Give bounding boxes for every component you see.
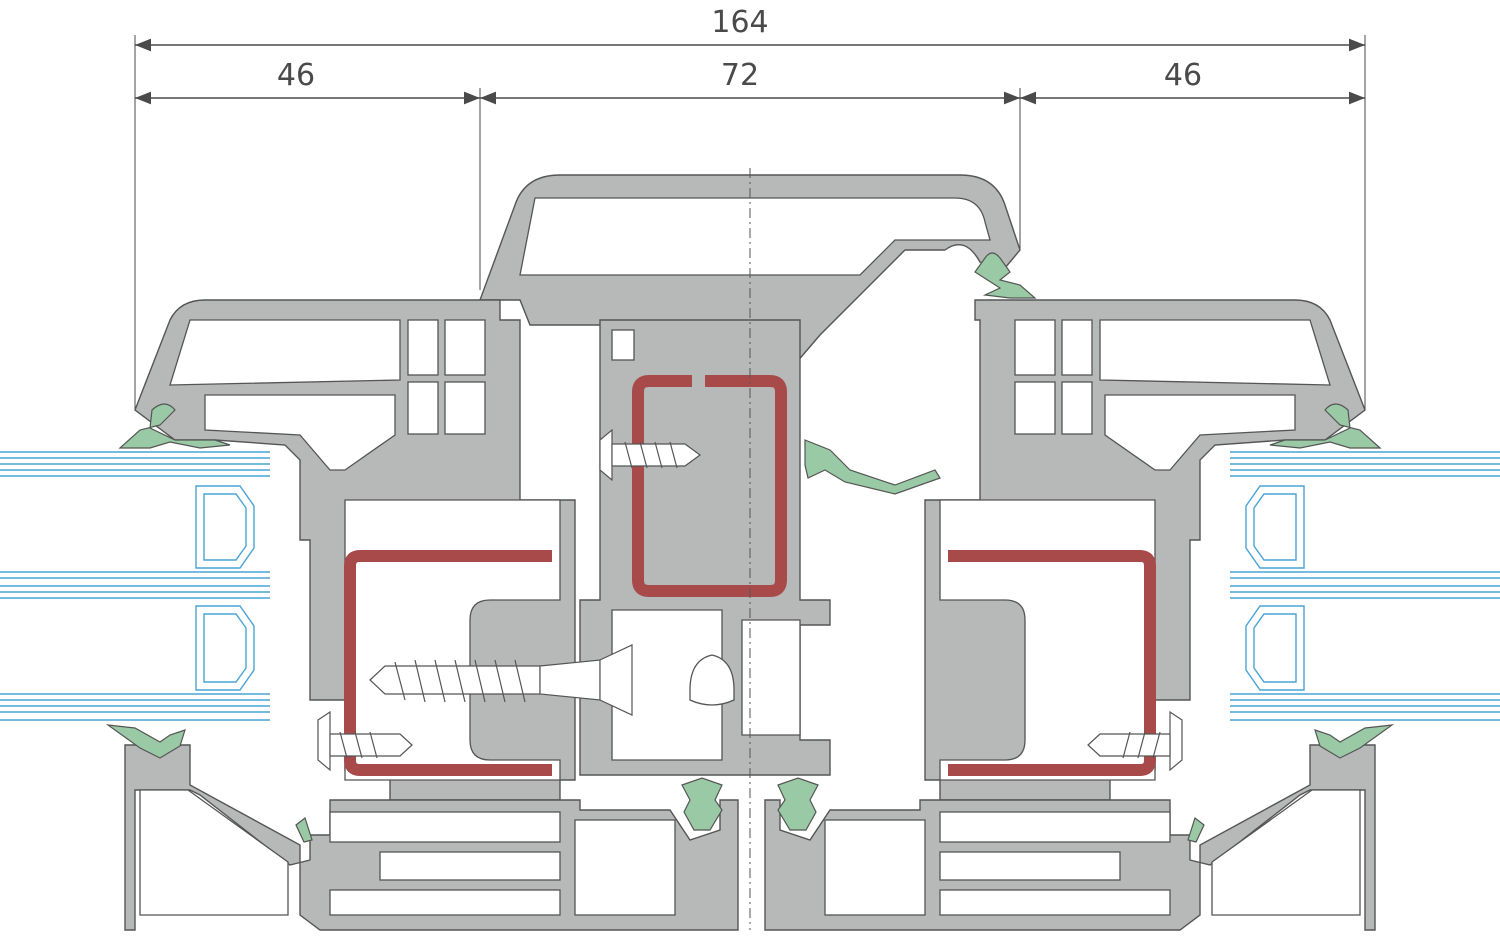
bottom-frame-right-chamber-b xyxy=(939,851,1121,881)
left-sash-chamber-c xyxy=(407,381,439,435)
right-sash-chamber-c xyxy=(1061,381,1093,435)
bottom-frame-left-chamber xyxy=(139,789,289,916)
bottom-frame-left-chamber-a xyxy=(329,811,561,843)
screw-left-lower xyxy=(317,710,413,772)
gasket-center-bottom-right xyxy=(777,777,819,831)
bottom-frame-left-chamber-b xyxy=(379,851,561,881)
gasket-frame-left xyxy=(295,816,313,843)
left-sash-chamber-b xyxy=(444,319,486,376)
gasket-top-right xyxy=(1269,403,1382,449)
spacer-right-top-inner xyxy=(1253,493,1297,561)
gasket-bottom-right xyxy=(1314,724,1395,759)
left-sash-chamber-e xyxy=(204,394,396,471)
right-dimension-label: 46 xyxy=(1164,58,1202,93)
right-sash-chamber-a xyxy=(1061,319,1093,376)
bottom-frame-left-chamber-d xyxy=(329,889,561,916)
gasket-overlap xyxy=(974,252,1037,299)
gasket-frame-right xyxy=(1187,816,1205,843)
mullion-chamber-lower-right xyxy=(741,619,801,736)
bottom-frame-left-chamber-c xyxy=(574,819,676,916)
bottom-frame-right-chamber xyxy=(1211,789,1361,916)
pvc-profiles xyxy=(124,174,1376,931)
screws xyxy=(317,428,1183,772)
steel-reinforcement-center xyxy=(632,375,787,597)
mullion-chamber-lower-left xyxy=(611,609,723,761)
gaskets xyxy=(105,252,1395,843)
steel-reinforcements xyxy=(344,375,1156,776)
gasket-center-bottom-left xyxy=(681,777,723,831)
right-sash-chamber-e xyxy=(1104,394,1296,471)
middle-dimension-label: 72 xyxy=(721,58,759,93)
mullion-chamber-small xyxy=(611,329,635,361)
right-sash-chamber-b xyxy=(1014,319,1056,376)
total-dimension-label: 164 xyxy=(711,5,768,40)
spacer-left-bottom-inner xyxy=(203,613,247,683)
left-sash-chamber-a xyxy=(407,319,439,376)
bottom-frame-right-chamber-d xyxy=(939,889,1171,916)
screw-upper-center xyxy=(599,428,702,482)
spacer-right-bottom-inner xyxy=(1253,613,1297,683)
left-sash-chamber-top xyxy=(169,319,401,386)
dimension-group: 164 46 72 46 xyxy=(134,5,1366,410)
right-sash-chamber-top xyxy=(1099,319,1331,386)
steel-reinforcement-left xyxy=(344,550,552,776)
left-sash-chamber-d xyxy=(444,381,486,435)
overlap-chamber xyxy=(519,197,991,276)
screw-right-lower xyxy=(1087,710,1183,772)
left-dimension-label: 46 xyxy=(277,58,315,93)
glazing-right xyxy=(1230,451,1500,721)
glazing-left xyxy=(0,451,270,721)
right-sash-main-chamber xyxy=(939,499,1156,781)
mullion-hook xyxy=(689,654,735,706)
gasket-bottom-left xyxy=(105,724,186,759)
screw-long-center xyxy=(369,644,633,716)
bottom-frame-right-chamber-c xyxy=(824,819,926,916)
gasket-top-left xyxy=(118,403,231,449)
spacer-left-top-inner xyxy=(203,493,247,561)
gasket-center-flap xyxy=(804,439,941,495)
bottom-frame-right-chamber-a xyxy=(939,811,1171,843)
steel-reinforcement-right xyxy=(948,550,1156,776)
left-sash-main-chamber xyxy=(344,499,561,781)
right-sash-chamber-d xyxy=(1014,381,1056,435)
